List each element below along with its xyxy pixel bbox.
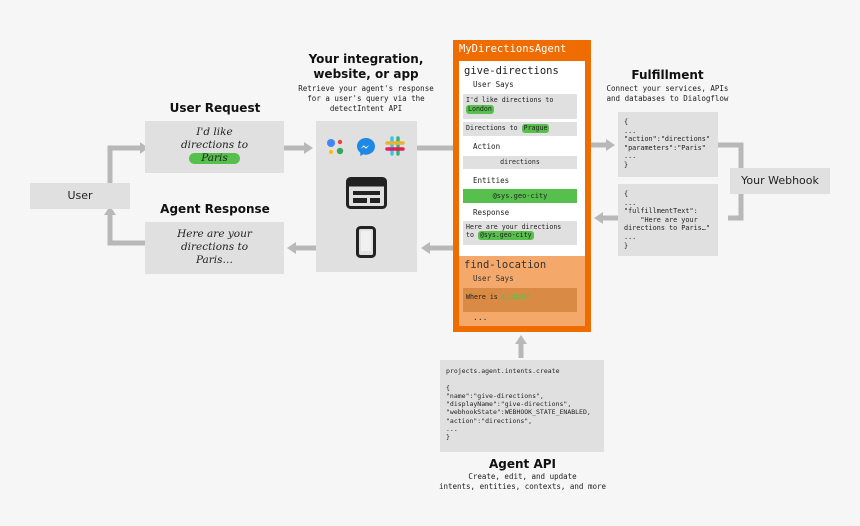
agent-api-desc-line1: Create, edit, and update bbox=[468, 472, 577, 481]
give-directions-title: give-directions bbox=[464, 65, 559, 77]
fl-ellipsis: ... bbox=[473, 313, 488, 322]
gd-action-value: directions bbox=[463, 156, 577, 169]
arrowhead bbox=[140, 142, 148, 154]
gd-phrase1-entity: London bbox=[466, 105, 494, 114]
fl-phrase-entity: Lisbon? bbox=[501, 293, 530, 301]
user-box: User bbox=[30, 183, 130, 209]
webhook-box: Your Webhook bbox=[730, 168, 830, 194]
gd-entities-label: Entities bbox=[473, 176, 510, 185]
agent-response-line2: directions to bbox=[180, 241, 249, 253]
fulfillment-title: Fulfillment bbox=[631, 68, 704, 82]
messenger-icon bbox=[357, 138, 375, 156]
integration-desc-line3: detectIntent API bbox=[329, 104, 403, 113]
integration-desc-line2: for a user's query via the bbox=[307, 94, 425, 103]
integration-box bbox=[316, 121, 417, 272]
user-request-title: User Request bbox=[169, 101, 261, 115]
fulfillment-response-code: { ... "fulfillmentText": "Here are your … bbox=[624, 190, 710, 250]
gd-phrase1-text: I'd like directions to bbox=[466, 96, 554, 104]
phone-icon bbox=[356, 226, 376, 258]
agent-api-box: projects.agent.intents.create { "name":"… bbox=[440, 360, 604, 452]
gd-response-label: Response bbox=[473, 208, 510, 217]
agent-response-line1: Here are your bbox=[177, 228, 252, 240]
find-location-intent: find-location User Says Where is Lisbon?… bbox=[459, 256, 585, 326]
website-icon bbox=[346, 177, 387, 209]
fulfillment-desc-line2: and databases to Dialogflow bbox=[606, 94, 729, 103]
fl-phrase: Where is Lisbon? bbox=[463, 288, 577, 312]
agent-response-line3: Paris… bbox=[195, 254, 234, 266]
arrowhead bbox=[421, 242, 430, 254]
fulfillment-response-box: { ... "fulfillmentText": "Here are your … bbox=[618, 184, 718, 256]
integration-desc-line1: Retrieve your agent's response bbox=[298, 84, 434, 93]
agent-api-title: Agent API bbox=[488, 457, 557, 471]
fulfillment-desc-line1: Connect your services, APIs bbox=[606, 84, 729, 93]
user-request-box: I'd like directions to Paris bbox=[145, 121, 284, 173]
gd-user-says-label: User Says bbox=[473, 80, 514, 89]
user-to-request-line bbox=[107, 145, 140, 183]
fulfillment-request-box: { ... "action":"directions" "parameters"… bbox=[618, 112, 718, 177]
agent-name: MyDirectionsAgent bbox=[459, 43, 567, 55]
user-request-entity: Paris bbox=[189, 153, 240, 164]
arrowhead bbox=[104, 206, 116, 215]
gd-phrase2: Directions to Prague bbox=[463, 122, 577, 136]
arrowhead bbox=[304, 142, 313, 154]
user-label: User bbox=[67, 189, 93, 202]
integration-title-line2: website, or app bbox=[313, 67, 419, 81]
gd-entity-value: @sys.geo-city bbox=[463, 189, 577, 203]
integration-title-line1: Your integration, bbox=[308, 52, 424, 66]
gd-response-entity: @sys.geo-city bbox=[477, 231, 534, 240]
arrowhead bbox=[287, 242, 296, 254]
fulfillment-request-code: { ... "action":"directions" "parameters"… bbox=[624, 118, 710, 169]
gd-response-line1: Here are your directions bbox=[466, 223, 562, 231]
gd-phrase2-text: Directions to bbox=[466, 124, 518, 132]
integration-desc: Retrieve your agent's response for a use… bbox=[286, 84, 446, 114]
find-location-title: find-location bbox=[464, 259, 547, 271]
agent-api-desc-line2: intents, entities, contexts, and more bbox=[438, 482, 607, 491]
gd-phrase2-entity: Prague bbox=[521, 124, 550, 133]
agent-response-box: Here are your directions to Paris… bbox=[145, 222, 284, 274]
webhook-to-fulfillment-line bbox=[728, 193, 744, 221]
user-request-line2: directions to bbox=[180, 139, 249, 151]
fl-phrase-text: Where is bbox=[466, 293, 498, 301]
gd-phrase1: I'd like directions to London bbox=[463, 94, 577, 119]
fl-user-says-label: User Says bbox=[473, 274, 514, 283]
give-directions-intent: give-directions User Says I'd like direc… bbox=[459, 61, 585, 291]
gd-action-label: Action bbox=[473, 142, 501, 151]
slack-icon bbox=[385, 136, 405, 156]
agent-panel: MyDirectionsAgent give-directions User S… bbox=[453, 40, 591, 332]
fulfillment-desc: Connect your services, APIs and database… bbox=[590, 84, 745, 104]
response-to-user-line bbox=[107, 213, 145, 246]
arrowhead bbox=[515, 335, 527, 344]
fulfillment-to-webhook-line bbox=[718, 142, 744, 170]
google-assistant-icon bbox=[327, 139, 344, 155]
webhook-label: Your Webhook bbox=[741, 174, 819, 187]
arrowhead bbox=[594, 212, 603, 224]
arrowhead bbox=[606, 139, 615, 151]
agent-api-desc: Create, edit, and update intents, entiti… bbox=[410, 472, 635, 492]
agent-response-title: Agent Response bbox=[160, 202, 270, 216]
agent-api-code: projects.agent.intents.create { "name":"… bbox=[446, 367, 591, 442]
gd-response-line2: to bbox=[466, 231, 474, 239]
user-request-line1: I'd like bbox=[196, 126, 233, 138]
gd-response: Here are your directions to @sys.geo-cit… bbox=[463, 221, 577, 245]
